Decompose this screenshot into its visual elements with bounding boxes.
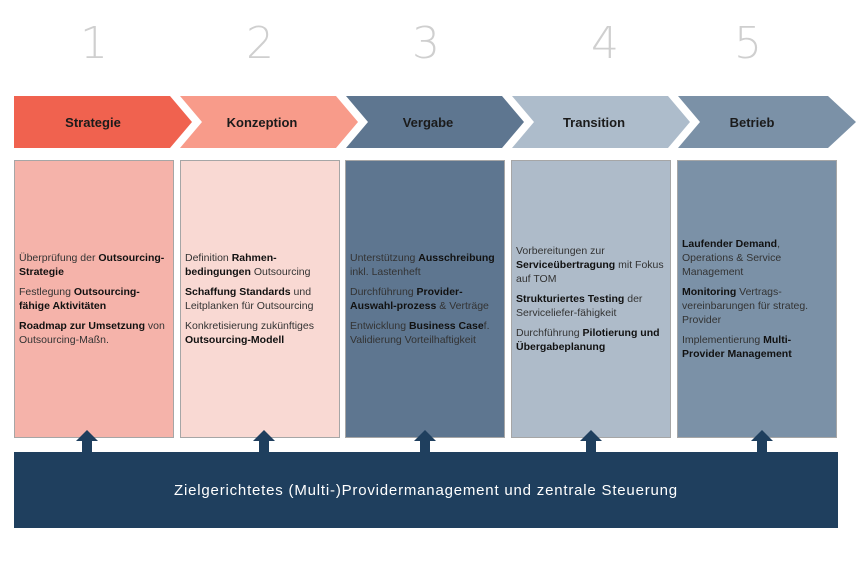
arrow-fill [512,96,690,148]
arrow-shape [180,96,358,148]
phase-number-5: 5 [734,18,762,69]
phase-item: Durchführung Provider-Auswahl-prozess & … [350,285,501,313]
item-text: von Outsourcing-Maßn. [19,320,165,346]
item-keyword: Rahmen-bedingungen [185,252,277,278]
phase-arrow-vergabe: Vergabe [346,96,524,148]
item-text: Durchführung [516,327,583,339]
item-text: Durchführung [350,286,417,298]
item-text: Festlegung [19,286,74,298]
arrow-fill [346,96,524,148]
arrow-shape [512,96,690,148]
phase-number-4: 4 [591,18,619,69]
footer-banner: Zielgerichtetes (Multi-)Providermanageme… [14,452,838,528]
item-keyword: Pilotierung und Übergabeplanung [516,327,660,353]
item-keyword: Outsourcing-Strategie [19,252,165,278]
item-keyword: Ausschreibung [418,252,495,264]
item-text: Definition [185,252,232,264]
phase-item: Entwicklung Business Casef. Validierung … [350,319,501,347]
item-keyword: Outsourcing-fähige Aktivitäten [19,286,140,312]
up-arrow-icon [751,430,773,456]
phase-item: Implementierung Multi-Provider Managemen… [682,333,833,361]
phase-title: Konzeption [226,114,298,130]
phase-arrow-transition: Transition [512,96,690,148]
phase-item: Roadmap zur Umsetzung von Outsourcing-Ma… [19,319,170,347]
item-keyword: Schaffung Standards [185,286,291,298]
item-text: Unterstützung [350,252,419,264]
item-keyword: Serviceübertragung [516,259,616,271]
item-text: & Verträge [436,300,489,312]
item-text: der Servicelief­er-fähigkeit [516,293,643,319]
item-text: Überprüfung der [19,252,99,264]
item-text: Vertrags-vereinbarungen für strateg. Pro… [682,286,809,326]
up-arrow-icon [414,430,436,456]
phase-item: Konkretisierung zukünftiges Outsourcing-… [185,319,336,347]
phase-item: Überprüfung der Outsourcing-Strategie [19,251,170,279]
item-text: f. Validierung Vorteilhaftigkeit [350,320,490,346]
item-text: Vorbereitungen zur [516,245,605,257]
phase-item: Durchführung Pilotierung und Übergabepla… [516,326,667,354]
item-text: Outsourcing [250,266,311,278]
up-arrow-icon [580,430,602,456]
phase-item: Laufender Demand, Operations & Service M… [682,237,833,279]
arrow-shape [678,96,856,148]
phase-item: Monitoring Vertrags-vereinbarungen für s… [682,285,833,327]
item-keyword: Laufender Demand [682,238,778,250]
item-text: Implementierung [682,334,764,346]
item-keyword: Outsourcing-Modell [185,334,285,346]
phase-box-vergabe: Unterstützung Ausschreibung inkl. Lasten… [345,160,505,438]
phase-number-2: 2 [246,18,274,69]
phase-title: Betrieb [729,114,775,130]
phase-number-3: 3 [412,18,440,69]
item-keyword: Business Case [408,320,484,332]
phase-item: Definition Rahmen-bedingungen Outsourcin… [185,251,336,279]
arrow-shape [346,96,524,148]
phase-arrow-konzeption: Konzeption [180,96,358,148]
item-text: und Leitplanken für Outsourcing [185,286,314,312]
item-text: Konkretisierung zukünftiges [185,320,314,332]
phase-title: Vergabe [402,114,454,130]
arrow-fill [14,96,192,148]
phase-title: Transition [562,114,626,130]
phase-arrow-betrieb: Betrieb [678,96,856,148]
up-arrow-icon [253,430,275,456]
phase-item: Schaffung Standards und Leitplanken für … [185,285,336,313]
phase-item: Festlegung Outsourcing-fähige Aktivitäte… [19,285,170,313]
arrow-fill [180,96,358,148]
item-text: Entwicklung [350,320,409,332]
item-text: inkl. Lastenheft [350,266,421,278]
item-keyword: Provider-Auswahl-prozess [350,286,463,312]
phase-box-betrieb: Laufender Demand, Operations & Service M… [677,160,837,438]
item-keyword: Strukturiertes Testing [516,293,625,305]
item-keyword: Multi-Provider Management [682,334,792,360]
item-keyword: Roadmap zur Umsetzung [19,320,146,332]
phase-box-konzeption: Definition Rahmen-bedingungen Outsourcin… [180,160,340,438]
footer-text: Zielgerichtetes (Multi-)Providermanageme… [174,481,678,499]
phase-title: Strategie [65,114,121,130]
arrow-shape [14,96,192,148]
item-text: , Operations & Service Management [682,238,782,278]
phase-item: Unterstützung Ausschreibung inkl. Lasten… [350,251,501,279]
arrow-fill [678,96,856,148]
phase-arrow-strategie: Strategie [14,96,192,148]
phase-box-transition: Vorbereitungen zur Serviceübertragung mi… [511,160,671,438]
item-keyword: Monitoring [682,286,737,298]
up-arrow-icon [76,430,98,456]
phase-item: Vorbereitungen zur Serviceübertragung mi… [516,244,667,286]
phase-item: Strukturiertes Testing der Servicelief­e… [516,292,667,320]
phase-number-1: 1 [80,18,108,69]
item-text: mit Fokus auf TOM [516,259,664,285]
